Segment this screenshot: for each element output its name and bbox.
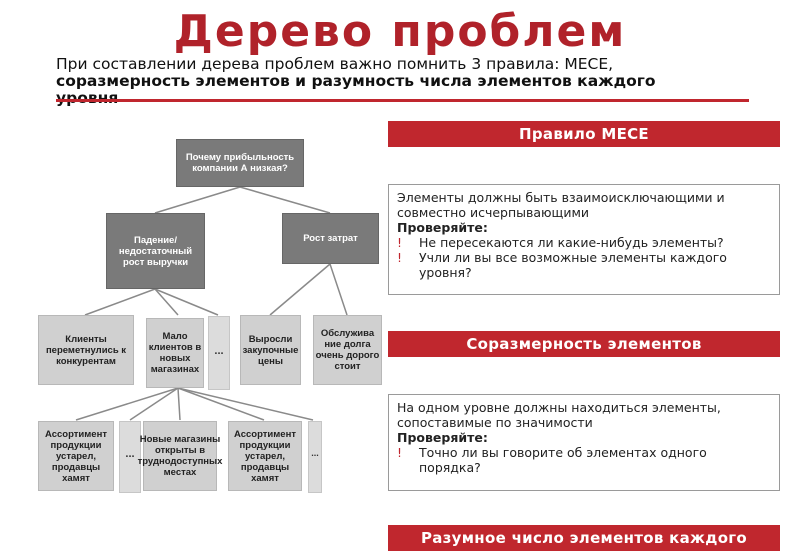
title-divider [56, 99, 749, 102]
subtitle-line-2: соразмерность элементов и разумность чис… [56, 72, 656, 90]
warning-icon: ! [397, 235, 403, 250]
tree-leaf-more: ... [208, 316, 230, 390]
rule-bullet-text: Не пересекаются ли какие-нибудь элементы… [419, 235, 724, 250]
tree-leaf-clients-left: Клиенты переметнулись к конкурентам [38, 315, 134, 385]
rule-bullet: ! Не пересекаются ли какие-нибудь элемен… [397, 235, 771, 250]
rule-bullet: ! Точно ли вы говорите об элементах одно… [397, 445, 771, 475]
rule-check-label: Проверяйте: [397, 220, 488, 235]
rule-bullet: ! Учли ли вы все возможные элементы кажд… [397, 250, 771, 280]
tree-leaf-few-clients: Мало клиентов в новых магазинах [146, 318, 204, 388]
tree-node-revenue: Падение/ недостаточный рост выручки [106, 213, 205, 289]
rule-header-proportionality: Соразмерность элементов [388, 331, 780, 357]
tree-root-node: Почему прибыльность компании А низкая? [176, 139, 304, 187]
warning-icon: ! [397, 250, 403, 265]
rule-header-mece: Правило МЕСЕ [388, 121, 780, 147]
rule-check-label: Проверяйте: [397, 430, 488, 445]
tree-leaf-more-2: ... [119, 421, 141, 493]
rule-text: На одном уровне должны находиться элемен… [397, 400, 721, 430]
rule-text: Элементы должны быть взаимоисключающими … [397, 190, 725, 220]
tree-leaf-purchase-prices: Выросли закупочные цены [240, 315, 301, 385]
tree-leaf-assortment-1: Ассортимент продукции устарел, продавцы … [38, 421, 114, 491]
ellipsis: ... [125, 448, 135, 460]
tree-leaf-more-3: ... [308, 421, 322, 493]
rule-header-reasonable-number: Разумное число элементов каждого [388, 525, 780, 551]
rule-bullet-text: Точно ли вы говорите об элементах одного… [419, 445, 707, 475]
tree-leaf-debt-service: Обслужива ние долга очень дорого стоит [313, 315, 382, 385]
ellipsis: ... [311, 448, 319, 458]
rule-bullet-text: Учли ли вы все возможные элементы каждог… [419, 250, 727, 280]
ellipsis: ... [214, 345, 224, 357]
subtitle-line-3: уровня [56, 89, 119, 107]
subtitle-line-1: При составлении дерева проблем важно пом… [56, 55, 614, 73]
warning-icon: ! [397, 445, 403, 460]
subtitle: При составлении дерева проблем важно пом… [56, 56, 736, 107]
page-title: Дерево проблем [173, 6, 627, 57]
tree-leaf-assortment-2: Ассортимент продукции устарел, продавцы … [228, 421, 302, 491]
rule-box-mece: Элементы должны быть взаимоисключающими … [388, 184, 780, 295]
rule-box-proportionality: На одном уровне должны находиться элемен… [388, 394, 780, 491]
tree-node-costs: Рост затрат [282, 213, 379, 264]
tree-leaf-new-stores: Новые магазины открыты в труднодоступных… [138, 421, 222, 491]
